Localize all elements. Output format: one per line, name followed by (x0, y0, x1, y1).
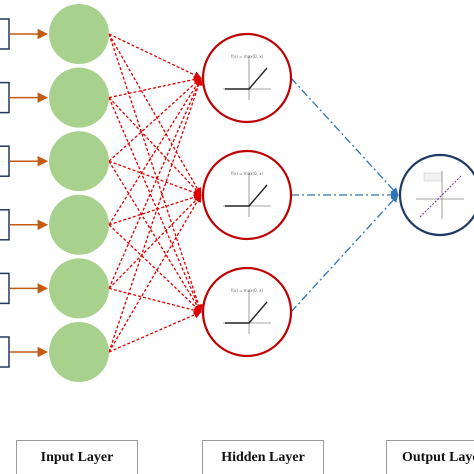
input-node-4 (49, 194, 109, 255)
input-feature-box-4 (0, 209, 10, 241)
connection-input-3-hidden-1 (108, 77, 202, 162)
linear-line (419, 174, 463, 218)
relu-caption: f(x) = max(0, x) (231, 171, 264, 176)
input-feature-box-6 (0, 336, 10, 368)
input-hidden-connections (108, 33, 203, 353)
connection-input-6-hidden-2 (108, 194, 202, 353)
hidden-node-3 (201, 266, 293, 358)
input-node-5 (49, 258, 109, 319)
connection-input-2-hidden-1 (108, 75, 202, 99)
relu-caption: f(x) = max(0, x) (231, 54, 264, 59)
connection-input-1-hidden-1 (108, 33, 202, 79)
hidden-node-2 (201, 149, 293, 241)
hidden-output-connections (290, 77, 399, 313)
connection-hidden-3-output (290, 194, 399, 313)
input-node-2 (49, 67, 109, 128)
connection-input-1-hidden-3 (108, 33, 203, 313)
input-feature-box-2 (0, 81, 10, 114)
connection-input-5-hidden-2 (108, 194, 202, 289)
input-feature-boxes (0, 18, 10, 368)
hidden-node-1 (201, 32, 293, 124)
output-node (398, 153, 474, 237)
input-node-3 (49, 131, 109, 192)
connection-input-2-hidden-3 (108, 97, 202, 313)
relu-curve (225, 184, 268, 207)
connection-input-4-hidden-1 (108, 77, 202, 226)
hidden-layer-label: Hidden Layer (202, 440, 324, 474)
connection-input-3-hidden-3 (108, 160, 202, 313)
connection-input-6-hidden-3 (108, 311, 202, 353)
input-layer-label: Input Layer (16, 440, 138, 474)
linear-graph-icon (416, 171, 464, 219)
relu-graph-icon: f(x) = max(0, x) (223, 288, 271, 334)
connection-input-4-hidden-3 (108, 224, 202, 313)
input-feature-box-1 (0, 18, 10, 50)
connection-input-4-hidden-2 (108, 193, 202, 226)
output-layer-nodes (398, 153, 474, 237)
connection-hidden-1-output (290, 77, 399, 196)
input-node-6 (49, 322, 109, 382)
relu-caption: f(x) = max(0, x) (231, 288, 264, 293)
input-node-1 (49, 4, 109, 64)
connection-input-5-hidden-1 (108, 77, 202, 289)
input-arrows (10, 28, 49, 358)
input-feature-box-5 (0, 272, 10, 305)
relu-curve (225, 301, 268, 324)
input-layer-nodes (49, 4, 109, 382)
relu-curve (225, 67, 268, 90)
connection-input-2-hidden-2 (108, 97, 202, 196)
connection-input-6-hidden-1 (108, 77, 203, 353)
connection-input-3-hidden-2 (108, 160, 202, 197)
relu-graph-icon: f(x) = max(0, x) (223, 171, 271, 217)
relu-graph-icon: f(x) = max(0, x) (223, 54, 271, 100)
connection-input-5-hidden-3 (108, 287, 202, 315)
linear-graph-caption-box (423, 172, 443, 182)
hidden-layer-nodes: f(x) = max(0, x) f(x) = max(0, x) f(x) = m… (201, 32, 293, 358)
connection-input-1-hidden-2 (108, 33, 202, 196)
input-feature-box-3 (0, 145, 10, 177)
output-layer-label: Output Layer (386, 440, 474, 474)
